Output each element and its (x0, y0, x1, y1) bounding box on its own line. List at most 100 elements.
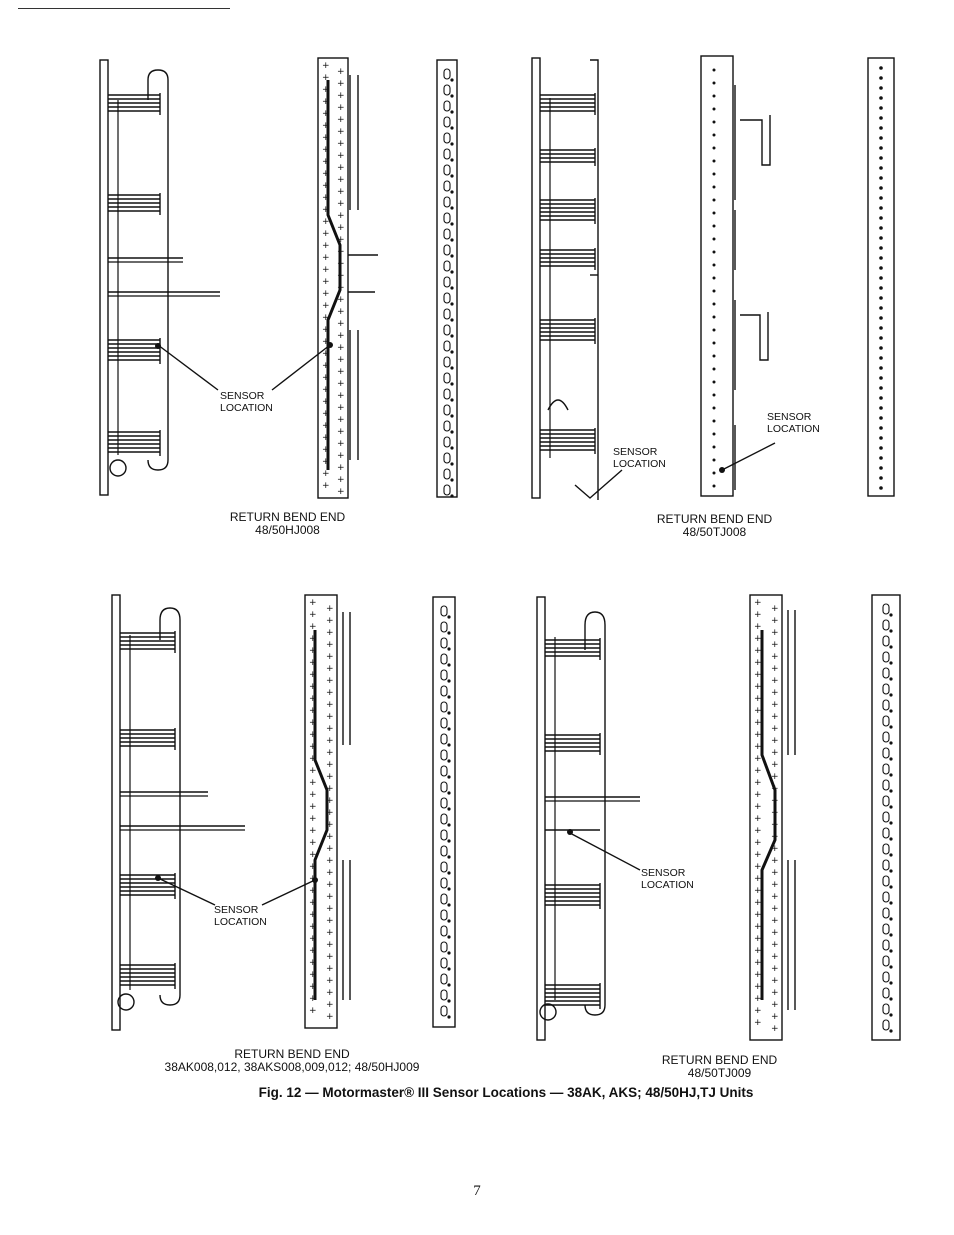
panel-4-caption: RETURN BEND END 48/50TJ009 (632, 1054, 807, 1080)
panel2-end-hole (879, 416, 883, 420)
panel4-front-sheet-plus: + (754, 886, 762, 896)
panel3-end-sheet-hole (447, 823, 451, 827)
panel2-front-hole (712, 354, 716, 358)
panel2-end-hole (879, 376, 883, 380)
panel1-front-sheet-plus: + (322, 337, 330, 347)
header-rule (18, 8, 230, 9)
panel3-front-sheet-plus: + (309, 910, 317, 920)
panel3-end-sheet-slot (440, 781, 448, 793)
sensor-label-1-line2: LOCATION (220, 402, 273, 414)
panel4-front-sheet-plus: + (754, 802, 762, 812)
panel3-header-pipe (313, 630, 329, 1000)
panel-2-caption: RETURN BEND END 48/50TJ008 (627, 513, 802, 539)
panel3-front-sheet-plus: + (309, 826, 317, 836)
panel4-front-sheet-plus: + (771, 856, 779, 866)
panel1-front-sheet-plus: + (337, 487, 345, 497)
panel2-end-hole (879, 166, 883, 170)
panel1-end-sheet-slot (443, 340, 451, 352)
panel1-manifold (349, 75, 359, 460)
panel3-end-sheet-slot (440, 957, 448, 969)
panel4-end-sheet-hole (889, 1013, 893, 1017)
panel2-front-hole (712, 81, 716, 85)
panel1-front-sheet-plus: + (322, 421, 330, 431)
panel1-front-sheet-plus: + (337, 139, 345, 149)
panel3-end-sheet-hole (447, 615, 451, 619)
panel2-end-hole (879, 96, 883, 100)
panel1-front-sheet-plus: + (322, 85, 330, 95)
panel4-front-sheet-plus: + (771, 736, 779, 746)
panel2-front-hole (712, 68, 716, 72)
panel1-end-sheet-hole (450, 382, 454, 386)
panel4-end-sheet-hole (889, 757, 893, 761)
panel2-end-hole (879, 276, 883, 280)
panel4-end-sheet-hole (889, 677, 893, 681)
panel2-end-hole (879, 386, 883, 390)
panel4-front-sheet-plus: + (771, 952, 779, 962)
panel4-end-sheet-hole (889, 949, 893, 953)
panel4-end-sheet-slot (882, 715, 890, 727)
panel3-end-sheet-hole (447, 935, 451, 939)
panel3-front-sheet-plus: + (326, 1000, 334, 1010)
panel3-manifold (342, 612, 351, 1000)
panel2-end-hole (879, 456, 883, 460)
panel2-front-hole (712, 302, 716, 306)
panel1-end-sheet-hole (450, 174, 454, 178)
panel1-front-sheet-plus: + (337, 127, 345, 137)
panel4-sensor-dot (567, 829, 573, 835)
panel3-front-sheet-plus: + (326, 892, 334, 902)
panel3-front-sheet-plus: + (326, 640, 334, 650)
panel3-front-sheet-plus: + (326, 772, 334, 782)
panel-2-title: RETURN BEND END (656, 512, 773, 526)
panel2-front-hole (712, 367, 716, 371)
panel1-front-sheet-plus: + (337, 91, 345, 101)
panel4-end-sheet-slot (882, 955, 890, 967)
panel1-front-sheet-plus: + (337, 367, 345, 377)
panel4-front-sheet-plus: + (771, 688, 779, 698)
panel1-end-sheet-slot (443, 116, 451, 128)
panel1-front-sheet-plus: + (337, 67, 345, 77)
sensor-label-1: SENSOR LOCATION (220, 390, 273, 414)
panel4-end-sheet-slot (882, 859, 890, 871)
panel2-front-hole (712, 94, 716, 98)
panel1-front-sheet-plus: + (337, 415, 345, 425)
panel3-end-sheet-slot (440, 845, 448, 857)
panel2-u-bend (547, 399, 569, 411)
panel2-end-hole (879, 486, 883, 490)
panel2-end-hole (879, 476, 883, 480)
panel1-end-sheet-hole (450, 270, 454, 274)
panel4-end-sheet-slot (882, 875, 890, 887)
panel1-front-sheet-plus: + (322, 181, 330, 191)
panel3-end-sheet-slot (440, 765, 448, 777)
panel2-end-hole (879, 216, 883, 220)
panel3-coil-tube-sheet (111, 594, 121, 1031)
panel4-end-sheet-hole (889, 981, 893, 985)
panel1-end-sheet-slot (443, 132, 451, 144)
panel2-front-hole (712, 120, 716, 124)
panel1-front-sheet-plus: + (322, 373, 330, 383)
panel4-front-sheet-plus: + (771, 640, 779, 650)
panel1-front-sheet-plus: + (337, 439, 345, 449)
panel4-end-sheet-hole (889, 645, 893, 649)
panel3-front-sheet-plus: + (309, 922, 317, 932)
panel1-front-sheet-plus: + (322, 469, 330, 479)
panel2-front-hole (712, 432, 716, 436)
panel2-end-hole (879, 76, 883, 80)
panel1-front-sheet-plus: + (322, 253, 330, 263)
panel4-end-sheet-slot (882, 971, 890, 983)
panel3-end-sheet-slot (440, 877, 448, 889)
panel1-front-sheet-plus: + (322, 349, 330, 359)
panel3-front-sheet-plus: + (326, 736, 334, 746)
panel1-front-sheet-plus: + (337, 427, 345, 437)
panel3-front-sheet-plus: + (309, 802, 317, 812)
panel4-front-sheet-plus: + (754, 718, 762, 728)
panel2-end-hole (879, 436, 883, 440)
panel3-end-sheet-slot (440, 893, 448, 905)
panel4-end-sheet-slot (882, 763, 890, 775)
panel3-end-sheet-hole (447, 903, 451, 907)
panel1-front-sheet-plus: + (322, 229, 330, 239)
panel2-end-hole (879, 66, 883, 70)
panel1-end-sheet-slot (443, 148, 451, 160)
panel1-end-sheet-slot (443, 420, 451, 432)
panel1-front-sheet-plus: + (322, 481, 330, 491)
panel3-end-sheet-slot (440, 717, 448, 729)
